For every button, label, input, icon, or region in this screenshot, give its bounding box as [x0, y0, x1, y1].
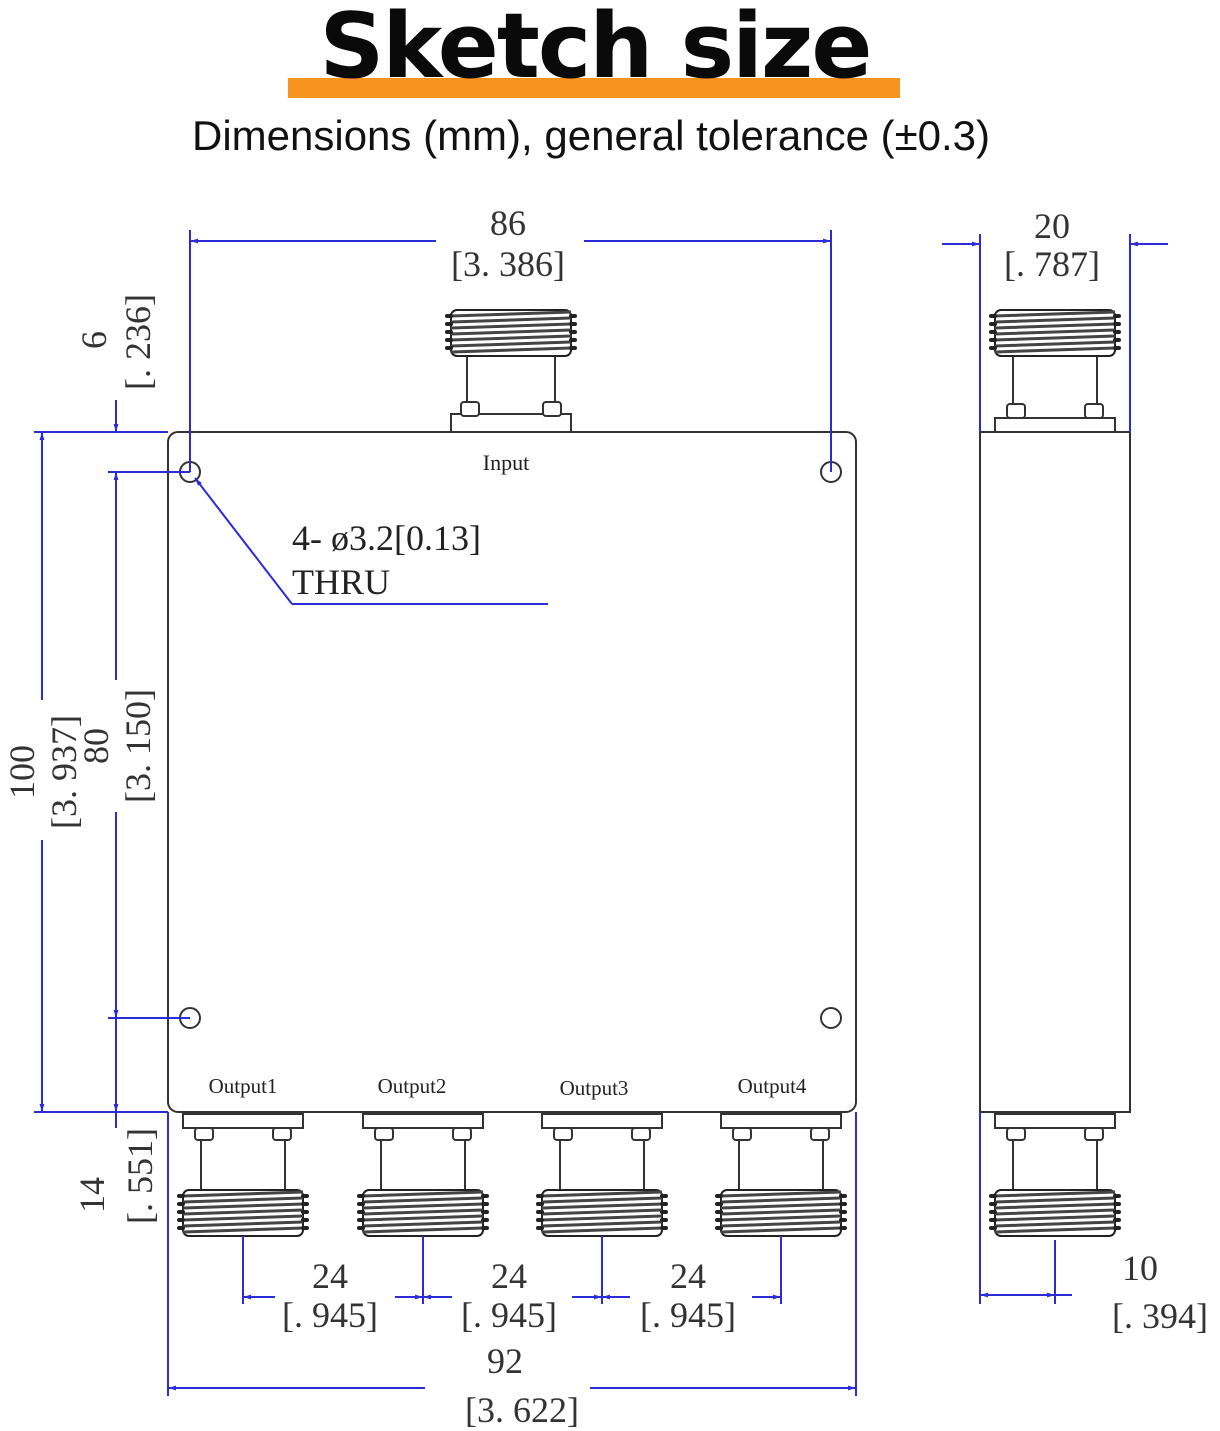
page-subtitle: Dimensions (mm), general tolerance (±0.3…	[192, 112, 990, 159]
input-connector-icon	[445, 308, 577, 433]
dim-top-width-inch: [3. 386]	[451, 244, 565, 284]
mounting-hole-bottom-right	[820, 1007, 842, 1029]
page-title: Sketch size	[319, 0, 873, 99]
port-label-output3: Output3	[560, 1076, 629, 1100]
dim-pitch-2-inch: [. 945]	[461, 1295, 557, 1335]
dim-overall-width-mm: 92	[487, 1341, 523, 1381]
output4-connector-icon	[715, 1113, 847, 1238]
dim-depth-mm: 20	[1034, 206, 1070, 246]
dim-pitch-2-mm: 24	[491, 1256, 527, 1296]
side-dimensions	[942, 234, 1168, 1304]
hole-note-size: 4- ø3.2[0.13]	[292, 518, 481, 558]
front-view: Input Output1 Output2 Output3 Output4	[167, 308, 857, 1238]
dim-height-inch: [3. 937]	[44, 715, 84, 829]
hole-callout: 4- ø3.2[0.13] THRU	[194, 477, 548, 605]
dim-connector-offset-mm: 10	[1122, 1248, 1158, 1288]
output3-connector-icon	[536, 1113, 668, 1238]
dim-hole-spacing-inch: [3. 150]	[118, 689, 158, 803]
side-bottom-connector-icon	[989, 1113, 1121, 1238]
dim-hole-spacing-mm: 80	[76, 728, 116, 764]
port-label-output4: Output4	[738, 1074, 807, 1098]
output2-connector-icon	[357, 1113, 489, 1238]
title-block: Sketch size Dimensions (mm), general tol…	[0, 0, 1220, 159]
dim-pitch-1-inch: [. 945]	[282, 1295, 378, 1335]
front-dimensions	[34, 230, 857, 1396]
dim-overall-width-inch: [3. 622]	[465, 1390, 579, 1430]
dim-pitch-3-inch: [. 945]	[640, 1295, 736, 1335]
title-underline-bar	[288, 78, 900, 98]
splitter-body-outline	[167, 431, 857, 1113]
port-label-output2: Output2	[378, 1074, 447, 1098]
dim-height-mm: 100	[2, 745, 42, 799]
output1-connector-icon	[177, 1113, 309, 1238]
side-view	[979, 308, 1131, 1238]
port-label-output1: Output1	[209, 1074, 278, 1098]
dim-hole-offset-inch: [. 236]	[118, 294, 158, 390]
dim-top-width-mm: 86	[490, 203, 526, 243]
dim-connector-offset-inch: [. 394]	[1112, 1296, 1208, 1336]
dim-connector-length-inch: [. 551]	[120, 1128, 160, 1224]
dim-hole-offset-mm: 6	[74, 331, 114, 349]
side-top-connector-icon	[989, 308, 1121, 433]
dim-connector-length-mm: 14	[72, 1177, 112, 1213]
dim-pitch-1-mm: 24	[312, 1256, 348, 1296]
dim-pitch-3-mm: 24	[670, 1256, 706, 1296]
dim-depth-inch: [. 787]	[1004, 244, 1100, 284]
side-body-outline	[979, 431, 1131, 1113]
port-label-input: Input	[483, 450, 529, 475]
hole-note-thru: THRU	[292, 562, 390, 602]
